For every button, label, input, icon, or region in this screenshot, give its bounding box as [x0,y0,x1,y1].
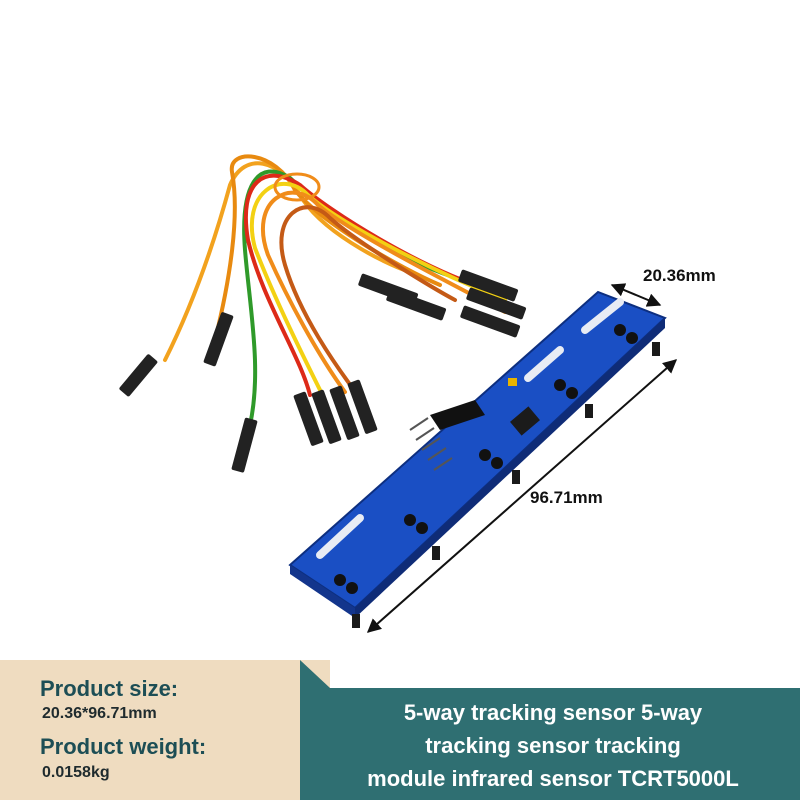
width-dimension-label: 20.36mm [643,266,716,285]
length-dimension-arrow [366,359,678,633]
product-title-line: tracking sensor tracking [425,733,681,758]
product-title: 5-way tracking sensor 5-way tracking sen… [318,696,788,795]
length-dimension-label: 96.71mm [530,488,603,507]
product-weight-heading: Product weight: [40,734,207,759]
product-title-line: 5-way tracking sensor 5-way [403,700,703,725]
jumper-wires-image [163,154,507,427]
connector-housings [119,269,527,473]
product-title-line: module infrared sensor TCRT5000L [367,766,739,791]
product-photo [119,154,678,633]
title-panel-wedge [300,660,330,688]
spec-panel [0,660,330,800]
product-size-heading: Product size: [40,676,179,701]
width-dimension-arrow [610,283,662,307]
sensor-board-image [288,290,667,628]
product-size-value: 20.36*96.71mm [42,705,157,722]
product-weight-value: 0.0158kg [42,764,110,781]
title-panel [300,688,800,800]
